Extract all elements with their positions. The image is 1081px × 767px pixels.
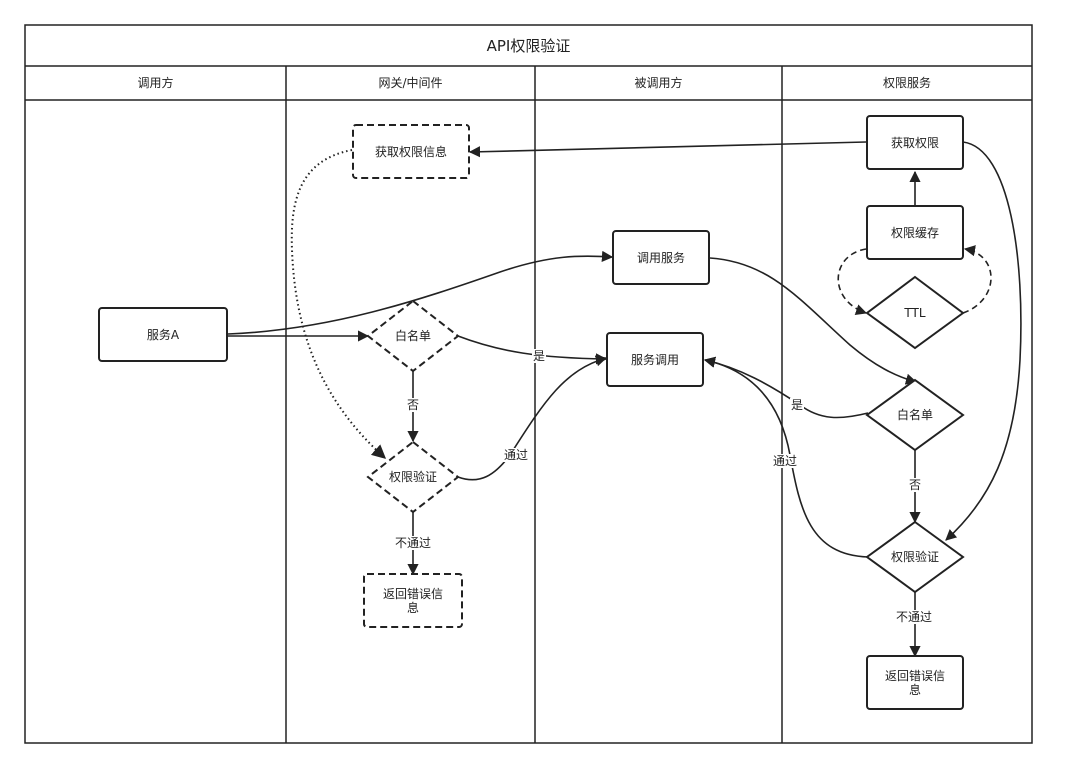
edge-gw-permcheck-pass xyxy=(457,355,608,481)
edge-label-ps-yes: 是 xyxy=(790,398,805,412)
node-ps-perm-check xyxy=(865,520,965,594)
label-ps-cache: 权限缓存 xyxy=(890,225,939,240)
edge-cache-ttl-left xyxy=(837,248,868,316)
label-ps-get-perm: 获取权限 xyxy=(890,135,939,150)
node-callee-service-call xyxy=(606,332,704,387)
edge-callservice-pswhitelist xyxy=(709,257,918,385)
node-service-a xyxy=(98,307,228,362)
node-ps-return-error xyxy=(866,655,964,710)
diagram-title: API权限验证 xyxy=(486,36,571,55)
edge-label-gw-no: 否 xyxy=(406,398,421,412)
node-ps-cache xyxy=(866,205,964,260)
node-ps-ttl xyxy=(865,275,965,350)
label-gw-return-error: 返回错误信 息 xyxy=(382,586,443,615)
label-gw-get-perm: 获取权限信息 xyxy=(374,144,447,159)
label-gw-whitelist: 白名单 xyxy=(394,329,431,343)
edge-gw-getperm-permcheck xyxy=(290,149,387,459)
swimlane-frame xyxy=(24,24,1033,744)
label-callee-service-call: 服务调用 xyxy=(630,352,679,367)
edge-ps-getperm-to-gw xyxy=(468,141,867,158)
node-gw-whitelist xyxy=(366,299,460,373)
label-ps-return-error: 返回错误信 息 xyxy=(884,668,945,697)
label-gw-perm-check: 权限验证 xyxy=(388,470,437,484)
edge-gw-whitelist-yes xyxy=(457,335,608,365)
node-gw-return-error xyxy=(363,573,463,628)
edge-label-gw-pass: 通过 xyxy=(503,448,530,462)
lane-header-perm-service: 权限服务 xyxy=(882,76,931,90)
edge-ttl-cache-right xyxy=(962,245,992,314)
node-ps-get-perm xyxy=(866,115,964,170)
edge-label-gw-yes: 是 xyxy=(532,349,547,363)
node-ps-whitelist xyxy=(865,378,965,452)
edge-ps-getperm-permcheck xyxy=(945,141,1022,541)
edge-label-gw-fail: 不通过 xyxy=(394,536,433,550)
node-gw-perm-check xyxy=(366,440,460,514)
lane-header-caller: 调用方 xyxy=(137,76,174,90)
edge-label-ps-no: 否 xyxy=(908,478,923,492)
node-gw-get-perm xyxy=(352,124,470,179)
lane-header-gateway: 网关/中间件 xyxy=(378,76,443,90)
lane-header-callee: 被调用方 xyxy=(634,76,683,90)
label-ps-perm-check: 权限验证 xyxy=(890,550,939,564)
edge-label-ps-pass: 通过 xyxy=(772,454,799,468)
edge-label-ps-fail: 不通过 xyxy=(895,610,934,624)
label-ps-whitelist: 白名单 xyxy=(896,408,933,422)
label-service-a: 服务A xyxy=(146,327,180,342)
label-ps-ttl: TTL xyxy=(904,305,926,320)
node-callee-call-service xyxy=(612,230,710,285)
label-callee-call-service: 调用服务 xyxy=(636,250,685,265)
